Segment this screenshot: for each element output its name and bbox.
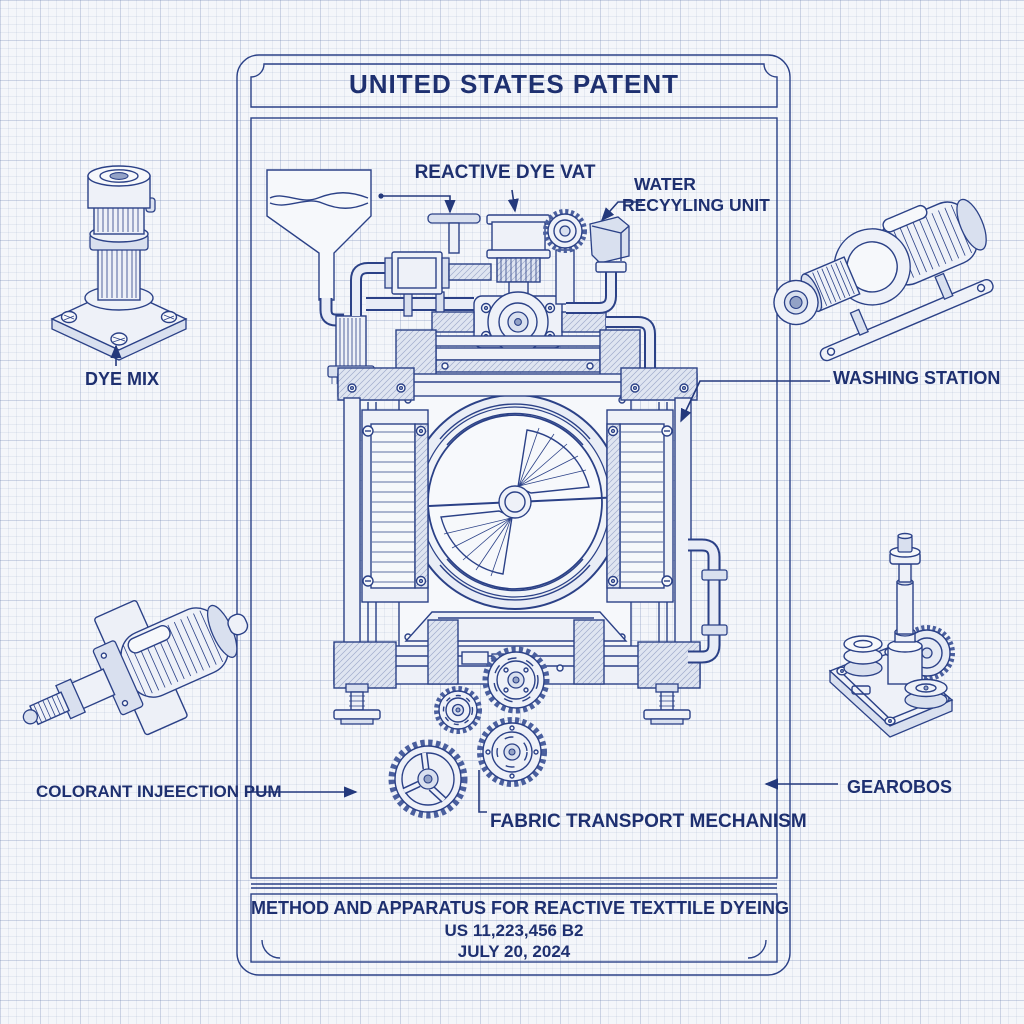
dye-drum-figure [398,388,632,648]
title-block-line3: JULY 20, 2024 [457,942,571,961]
title-block-line2: US 11,223,456 B2 [444,921,584,940]
patent-sheet-border [236,54,791,976]
callout-fabric-transport-mechanism: FABRIC TRANSPORT MECHANISM [490,811,807,832]
callout-colorant-injection-pump: COLORANT INJEECTION PUM [36,782,282,801]
gear-bottom-left [388,739,468,819]
drum-paddle [407,427,623,577]
callout-gearbox: GEAROBOS [847,777,953,797]
right-fin-panel [606,409,674,603]
callout-dye-mix: DYE MIX [84,369,159,389]
leader-reactive-dye-vat [507,189,519,213]
t-valve-handle [427,213,481,224]
patent-header-title: UNITED STATES PATENT [348,69,680,99]
carriage-rails [337,329,698,401]
leader-water-recycling [600,201,642,222]
callout-leaders [110,189,838,813]
colorant-injection-pump-figure [22,600,249,736]
callout-washing-station: WASHING STATION [833,368,1001,388]
drawing-area-frame [250,117,778,879]
washing-station-pump-figure [773,198,994,362]
gear-mid [477,717,547,787]
main-machine-figure [266,169,728,819]
leader-washing-station [680,380,830,423]
gearbox-figure [828,532,955,738]
gear-top [482,646,550,714]
top-gear-figure [543,209,587,305]
left-fin-panel [361,409,429,603]
callout-water-recycling-line2: RECYYLING UNIT [622,195,770,215]
dye-mixer-figure [50,165,188,361]
leader-funnel [383,195,456,214]
corner-flourish-left [261,939,281,959]
fabric-transport-gear-train [388,646,550,819]
header-band [250,63,778,108]
title-block-frame [250,893,778,963]
valve-assembly [350,213,492,317]
leader-fabric-transport [478,770,487,813]
water-recycling-unit-figure [566,216,656,370]
gear-left-small [434,686,482,734]
corner-flourish-right [747,939,767,959]
washing-pipe-loop [688,538,728,664]
recycler-box [589,216,630,264]
callout-water-recycling-line1: WATER [634,174,696,194]
callout-reactive-dye-vat: REACTIVE DYE VAT [414,162,596,183]
title-block-line1: METHOD AND APPARATUS FOR REACTIVE TEXTTI… [251,898,790,918]
